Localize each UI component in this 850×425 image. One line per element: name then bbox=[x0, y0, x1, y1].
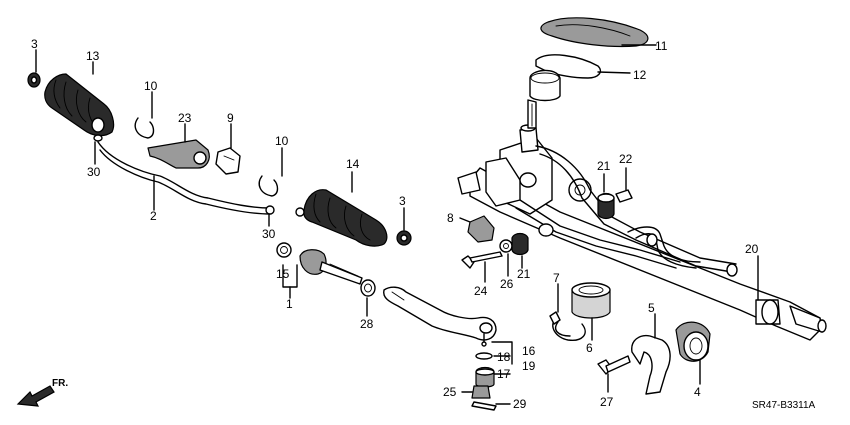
callout-4: 4 bbox=[694, 385, 701, 399]
sleeve-part-6 bbox=[571, 282, 611, 341]
callout-2: 2 bbox=[150, 209, 157, 223]
bracket-part-5 bbox=[631, 313, 671, 395]
callout-15: 15 bbox=[276, 267, 290, 281]
callout-27: 27 bbox=[600, 395, 614, 409]
clamp-part-7 bbox=[549, 283, 586, 341]
callout-28: 28 bbox=[360, 317, 374, 331]
front-arrow-icon: FR. bbox=[16, 378, 68, 407]
bracket-part-8 bbox=[459, 215, 495, 243]
callout-labels: 3 13 10 23 9 10 30 2 30 14 3 15 1 28 16 … bbox=[31, 37, 759, 411]
washer-part-26-21 bbox=[499, 232, 529, 277]
cover-plate-part-12 bbox=[529, 54, 631, 102]
bushing-part-4 bbox=[675, 321, 711, 385]
callout-6: 6 bbox=[586, 341, 593, 355]
callout-30-left: 30 bbox=[87, 165, 101, 179]
callout-18: 18 bbox=[497, 350, 511, 364]
clamp-part-9 bbox=[215, 123, 241, 175]
callout-10-upper: 10 bbox=[144, 79, 158, 93]
callout-14: 14 bbox=[346, 157, 360, 171]
tie-rod-end-part-16 bbox=[383, 286, 513, 365]
cotter-pin-part-29 bbox=[471, 401, 511, 411]
callout-25: 25 bbox=[443, 385, 457, 399]
bracket-part-23 bbox=[147, 123, 210, 169]
diagram-code: SR47-B3311A bbox=[752, 400, 816, 411]
callout-10-lower: 10 bbox=[275, 134, 289, 148]
bolt-part-27 bbox=[597, 355, 631, 393]
clip-part-3-right bbox=[396, 207, 412, 246]
gearbox-part-20 bbox=[457, 99, 827, 341]
band-part-10-upper bbox=[134, 91, 155, 139]
callout-21-left: 21 bbox=[517, 267, 531, 281]
callout-13: 13 bbox=[86, 49, 100, 63]
callout-29: 29 bbox=[513, 397, 527, 411]
callout-24: 24 bbox=[474, 284, 488, 298]
nut-part-28 bbox=[360, 279, 376, 317]
callout-5: 5 bbox=[648, 301, 655, 315]
dust-boot-part-17-18 bbox=[475, 352, 511, 388]
callout-11: 11 bbox=[655, 39, 668, 53]
callout-3-right: 3 bbox=[399, 194, 406, 208]
callout-23: 23 bbox=[178, 111, 192, 125]
seal-part-11 bbox=[540, 17, 657, 48]
castle-nut-part-25 bbox=[461, 385, 491, 399]
callout-8: 8 bbox=[447, 211, 454, 225]
callout-20: 20 bbox=[745, 242, 759, 256]
front-label: FR. bbox=[52, 378, 68, 389]
callout-7: 7 bbox=[553, 271, 560, 285]
clip-part-30 bbox=[93, 134, 275, 227]
bolt-part-24 bbox=[461, 251, 503, 283]
callout-22: 22 bbox=[619, 152, 633, 166]
boot-part-14 bbox=[295, 171, 388, 247]
callout-21-right: 21 bbox=[597, 159, 611, 173]
tube-part-2 bbox=[97, 141, 271, 215]
bushing-part-21-22 bbox=[597, 167, 633, 220]
callout-17: 17 bbox=[497, 367, 511, 381]
callout-30-right: 30 bbox=[262, 227, 276, 241]
band-part-10-lower bbox=[258, 147, 283, 197]
callout-9: 9 bbox=[227, 111, 234, 125]
callout-3-left: 3 bbox=[31, 37, 38, 51]
boot-part-13 bbox=[44, 61, 115, 137]
callout-19: 19 bbox=[522, 359, 536, 373]
callout-16: 16 bbox=[522, 344, 536, 358]
clip-part-3-left bbox=[27, 49, 41, 88]
tie-rod-part-15 bbox=[276, 242, 363, 299]
callout-12: 12 bbox=[633, 68, 647, 82]
callout-26: 26 bbox=[500, 277, 514, 291]
callout-1: 1 bbox=[286, 297, 293, 311]
